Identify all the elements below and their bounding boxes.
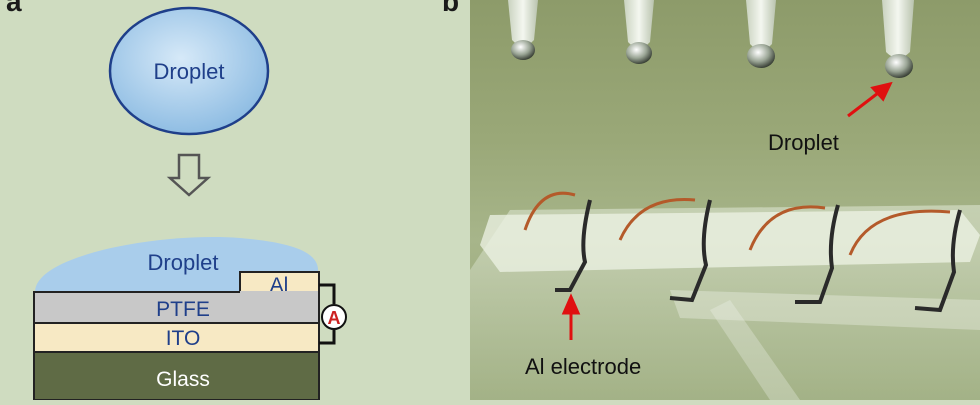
down-arrow-icon [166,153,212,197]
pipette-tip-4 [882,0,914,78]
ito-layer-label: ITO [166,327,201,350]
top-droplet-label: Droplet [154,59,225,84]
copper-wires [523,191,951,256]
device-droplet-label: Droplet [148,250,219,275]
panel-label-b: b [442,0,460,17]
glass-reflection-2 [710,300,800,400]
ptfe-layer-overlap [240,291,318,297]
ammeter-icon [321,304,347,330]
ito-layer [33,322,320,353]
glass-layer [33,351,320,401]
top-droplet-shape [108,6,270,136]
droplet-arrow [847,81,893,118]
panel-a-schematic: Droplet Droplet Al PTFE ITO Glass A [0,0,460,401]
pipette-tip-3 [746,0,776,68]
glass-layer-label: Glass [156,368,210,391]
electrode-arrow [561,293,581,340]
pipette-tip-2 [624,0,654,64]
photo-electrode-label: Al electrode [525,354,642,379]
panel-label-a: a [6,0,22,17]
circuit-wire-top [319,283,336,304]
al-electrodes [555,199,962,313]
panel-b-photo: Droplet Al electrode [470,0,980,400]
ptfe-strip [480,210,980,272]
ammeter-label: A [328,308,341,328]
glass-reflection [670,290,980,330]
ptfe-layer-label: PTFE [156,298,210,321]
photo-svg [470,0,980,400]
pipette-tip-1 [508,0,538,60]
schematic-svg: Droplet Droplet Al PTFE ITO Glass A [33,6,347,401]
circuit-wire-bottom [319,330,336,345]
photo-droplet-label: Droplet [768,130,839,155]
